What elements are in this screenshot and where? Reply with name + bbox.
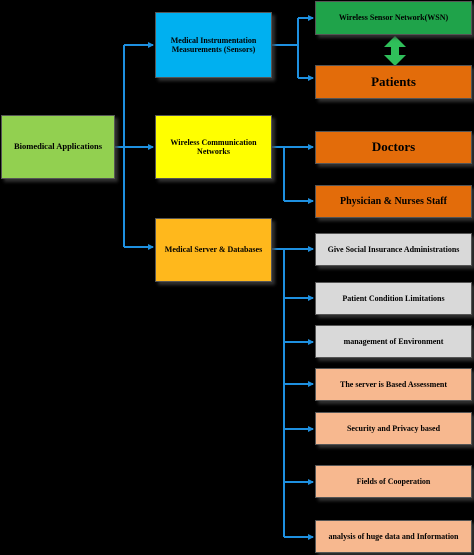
- node-staff: Physician & Nurses Staff: [315, 185, 472, 218]
- node-server: Medical Server & Databases: [155, 218, 272, 282]
- node-doctors: Doctors: [315, 131, 472, 164]
- node-condition: Patient Condition Limitations: [315, 282, 472, 315]
- node-wsn: Wireless Sensor Network(WSN): [315, 1, 472, 35]
- node-assessment: The server is Based Assessment: [315, 368, 472, 401]
- node-cooperation: Fields of Cooperation: [315, 465, 472, 498]
- node-patients: Patients: [315, 65, 472, 99]
- node-environment: management of Environment: [315, 325, 472, 358]
- node-root: Biomedical Applications: [1, 115, 115, 179]
- node-security: Security and Privacy based: [315, 412, 472, 445]
- node-sensors: Medical Instrumentation Measurements (Se…: [155, 12, 272, 78]
- node-analysis: analysis of huge data and Information: [315, 520, 472, 553]
- bidirectional-arrow-icon: [384, 36, 406, 66]
- node-insurance: Give Social Insurance Administrations: [315, 233, 472, 266]
- node-wireless: Wireless Communication Networks: [155, 115, 272, 179]
